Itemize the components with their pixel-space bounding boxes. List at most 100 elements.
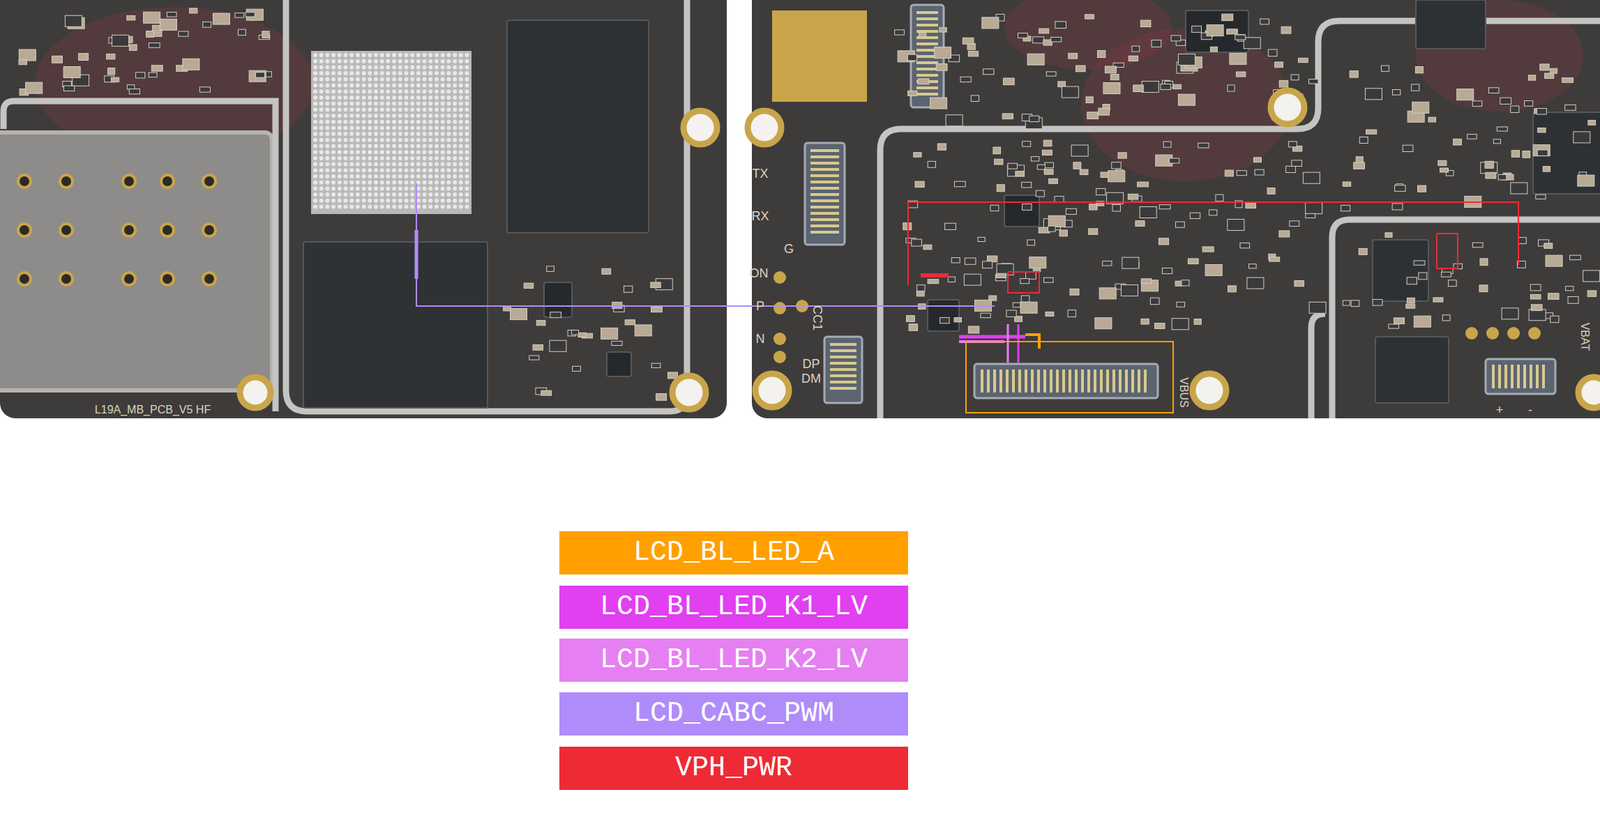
bga-ball [373, 125, 379, 130]
smd-component [1366, 129, 1377, 134]
bga-ball [391, 113, 397, 118]
bga-ball [404, 95, 409, 100]
gold-pad [772, 10, 867, 102]
bga-ball [446, 113, 451, 118]
bga-ball [446, 53, 451, 58]
bga-ball [385, 149, 390, 155]
smd-component [1286, 165, 1296, 173]
bga-ball [361, 198, 367, 203]
bga-ball [337, 198, 342, 203]
bga-ball [428, 186, 433, 191]
bga-ball [422, 53, 427, 58]
smd-component [248, 70, 266, 82]
bga-ball [465, 64, 470, 70]
smd-component [1194, 319, 1202, 326]
bga-ball [465, 162, 470, 167]
smd-component [1102, 260, 1112, 266]
smd-component [110, 77, 119, 82]
bga-ball [398, 95, 403, 100]
bga-ball [452, 119, 457, 125]
bga-ball [380, 144, 385, 149]
bga-ball [349, 101, 354, 107]
bga-ball [434, 77, 439, 82]
shield-frame [1332, 219, 1600, 419]
bga-ball [404, 53, 409, 58]
legend-swatch: LCD_BL_LED_A [559, 531, 909, 575]
bga-ball [385, 131, 390, 137]
smd-component [1570, 255, 1582, 260]
bga-ball [465, 174, 470, 179]
connector-pin [916, 86, 939, 90]
bga-ball [446, 125, 451, 130]
bga-ball [440, 205, 445, 210]
connector-pin [810, 230, 840, 234]
bga-ball [458, 198, 464, 203]
bga-ball [343, 162, 349, 167]
bga-ball [398, 64, 403, 70]
smd-component [549, 340, 567, 352]
bga-ball [385, 71, 390, 76]
bga-ball [446, 192, 451, 197]
smd-component [612, 302, 623, 309]
bga-ball [343, 113, 349, 118]
bga-ball [343, 174, 349, 179]
bga-ball [440, 89, 445, 94]
board-connector [804, 142, 845, 245]
smd-component [1565, 104, 1576, 111]
bga-ball [416, 156, 421, 161]
bga-ball [331, 107, 336, 112]
connector-pin [916, 42, 939, 46]
smd-component [954, 181, 966, 187]
bga-ball [349, 156, 354, 161]
smd-component [1587, 290, 1596, 297]
bga-ball [319, 138, 324, 143]
bga-ball [416, 149, 421, 155]
bga-ball [355, 205, 360, 210]
bga-ball [410, 89, 415, 94]
bga-ball [349, 198, 354, 203]
bga-ball [361, 131, 367, 137]
legend-label: LCD_BL_LED_K2_LV [599, 646, 868, 675]
smd-component [1235, 71, 1245, 77]
bga-ball [361, 144, 367, 149]
smd-component [1438, 160, 1447, 166]
smd-component [977, 237, 985, 242]
bga-ball [373, 198, 379, 203]
legend-swatch: LCD_BL_LED_K2_LV [559, 638, 909, 683]
bga-ball [331, 168, 336, 173]
smd-component [1178, 53, 1195, 65]
bga-ball [367, 125, 372, 130]
bga-ball [373, 53, 379, 58]
smd-component [1488, 87, 1499, 94]
smd-component [908, 324, 918, 332]
bga-ball [440, 186, 445, 191]
bga-ball [404, 156, 409, 161]
bga-ball [404, 101, 409, 107]
bga-ball [465, 149, 470, 155]
smd-component [541, 390, 552, 396]
smd-component [1027, 53, 1045, 65]
smd-component [1260, 18, 1270, 25]
bga-ball [331, 180, 336, 185]
bga-ball [440, 138, 445, 143]
smd-component [1133, 85, 1144, 93]
connector-pin [810, 218, 840, 222]
bga-ball [325, 198, 330, 203]
bga-ball [391, 101, 397, 107]
bga-ball [422, 156, 427, 161]
smd-component [1550, 68, 1558, 74]
smd-component [146, 30, 155, 37]
smd-component [1442, 315, 1451, 321]
bga-ball [391, 192, 397, 197]
connector-pin [916, 61, 939, 65]
smd-component [189, 8, 198, 14]
bga-ball [319, 156, 324, 161]
bga-ball [385, 89, 390, 94]
bga-ball [398, 125, 403, 130]
smd-component [1176, 302, 1186, 307]
bga-ball [428, 113, 433, 118]
bga-ball [355, 131, 360, 137]
bga-ball [428, 138, 433, 143]
smd-component [1048, 225, 1056, 232]
sim-tray [0, 132, 273, 391]
